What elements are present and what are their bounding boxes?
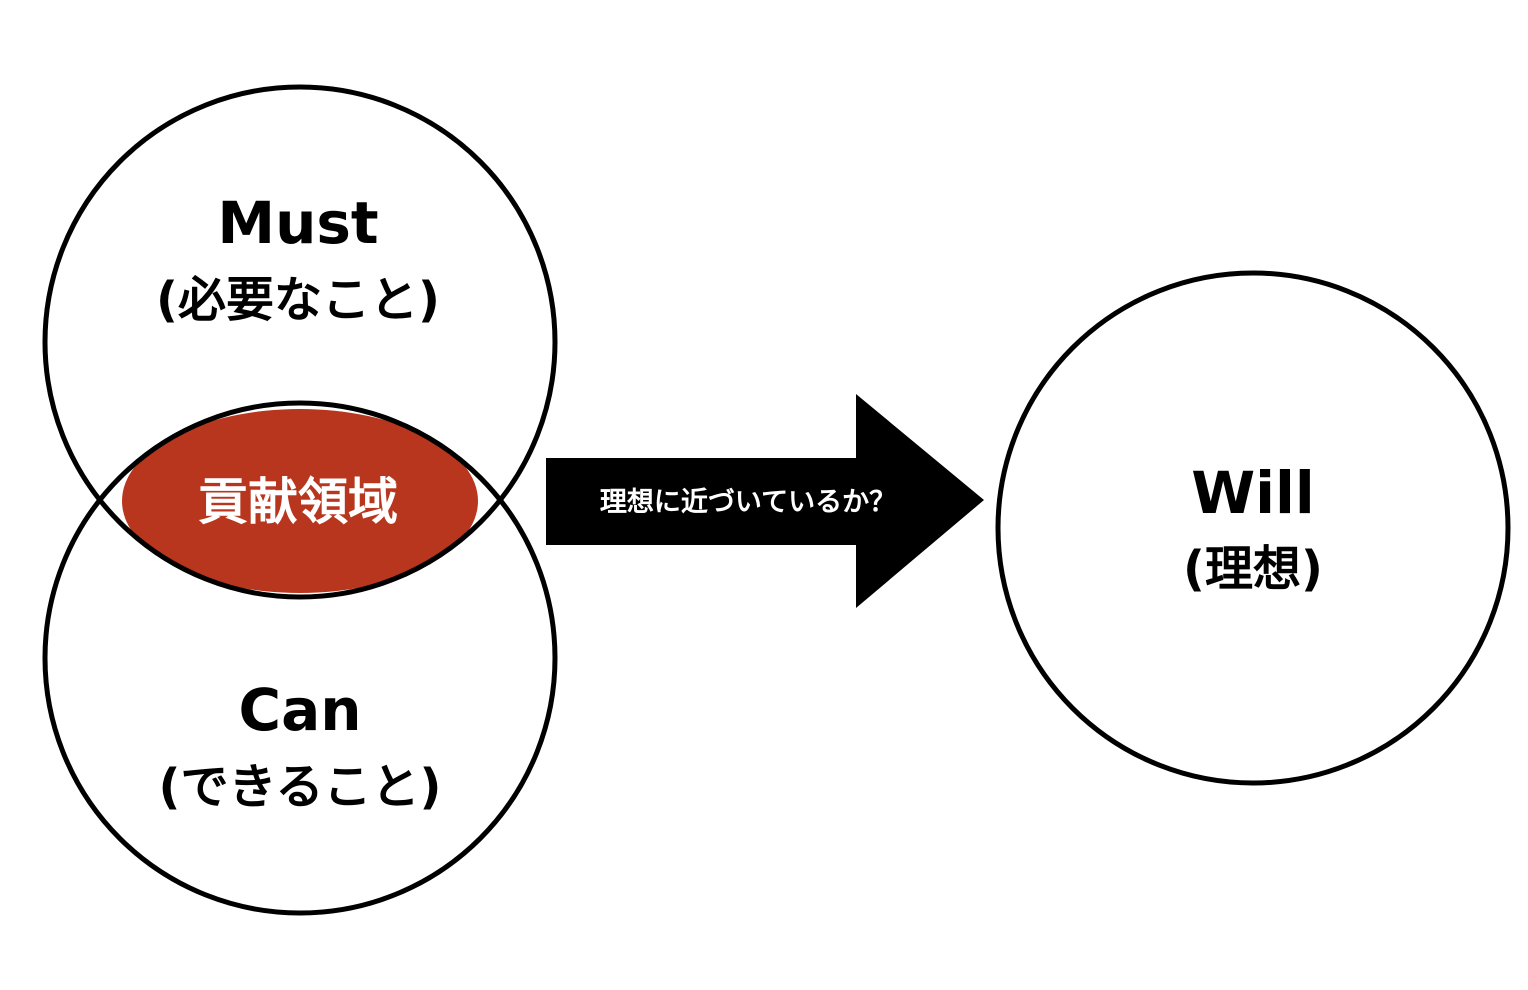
must-subtitle: (必要なこと) [156,272,440,328]
overlap-label: 貢献領域 [198,473,398,531]
arrow-label: 理想に近づいているか？ [600,487,896,518]
overlap-region [122,409,478,593]
can-circle [42,400,558,916]
arrow-shape [546,394,984,608]
will-subtitle: (理想) [1183,541,1323,597]
must-circle [42,84,558,600]
will-title: Will [1191,459,1315,527]
can-subtitle: (できること) [159,759,442,815]
must-title: Must [217,189,378,257]
can-title: Can [239,676,362,744]
will-circle [995,270,1511,786]
